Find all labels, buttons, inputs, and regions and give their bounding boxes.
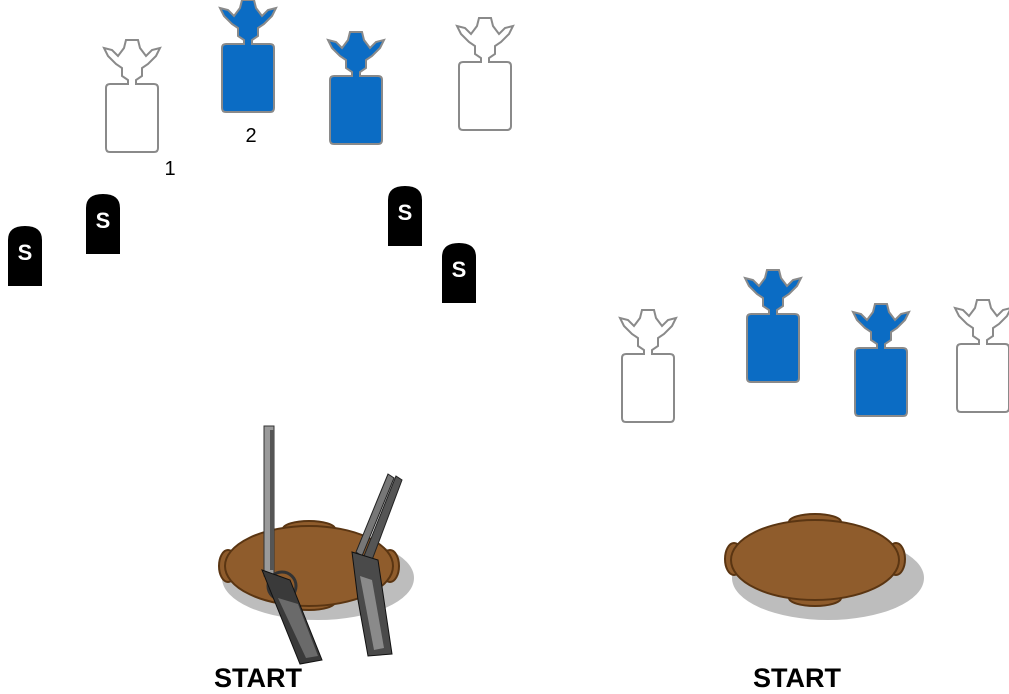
start-label-1: START <box>214 663 302 693</box>
steel-plate-1: S <box>8 226 42 286</box>
white-target-4 <box>456 17 514 131</box>
target-number-1: 1 <box>164 158 175 180</box>
rifle-icon <box>261 425 323 665</box>
plate-letter: S <box>96 208 111 233</box>
white-target-1 <box>103 39 161 153</box>
white-target-4 <box>954 299 1009 413</box>
blue-target-3 <box>327 31 385 145</box>
target-number-2: 2 <box>245 125 256 147</box>
steel-plate-2: S <box>86 194 120 254</box>
blue-target-2 <box>219 0 277 113</box>
steel-plate-3: S <box>388 186 422 246</box>
stage-1: 1 2 S S S S <box>8 0 514 693</box>
steel-plate-4: S <box>442 243 476 303</box>
stage-2: START <box>619 269 1009 693</box>
start-label-2: START <box>753 663 841 693</box>
plate-letter: S <box>398 200 413 225</box>
white-target-1 <box>619 309 677 423</box>
plate-letter: S <box>452 257 467 282</box>
start-table-2 <box>724 513 924 620</box>
blue-target-2 <box>744 269 802 383</box>
blue-target-3 <box>852 303 910 417</box>
plate-letter: S <box>18 240 33 265</box>
shotgun-icon <box>351 473 403 657</box>
